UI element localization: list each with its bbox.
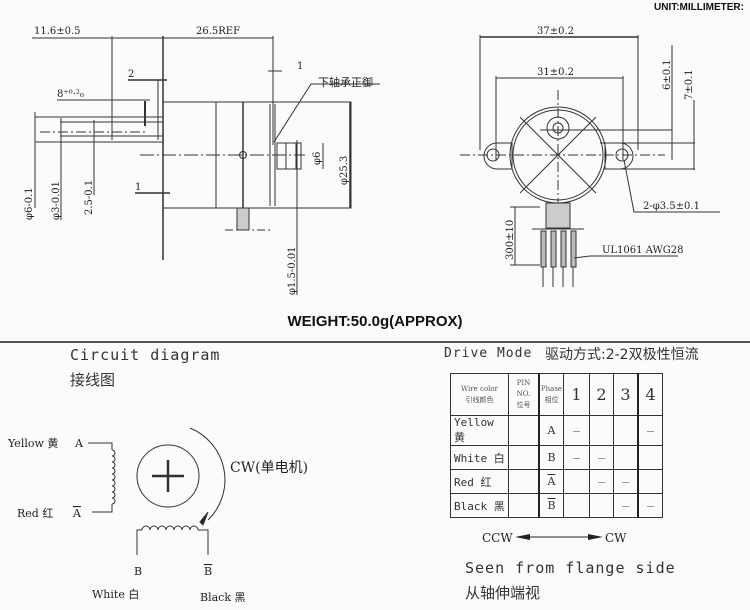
cell-step-on	[637, 493, 663, 518]
cell-wire: Black 黑	[450, 493, 509, 518]
cell-step-off	[613, 415, 639, 446]
cell-step-off	[637, 445, 663, 470]
cw-label: CW	[605, 531, 627, 545]
wire-spec: UL1061 AWG28	[602, 245, 684, 256]
cell-wire: Yellow 黄	[450, 415, 509, 446]
arrow-right-icon	[588, 534, 603, 540]
red-pin: A	[72, 507, 82, 520]
white-pin: B	[134, 565, 142, 578]
cell-pin	[508, 415, 540, 446]
cell-pin	[508, 493, 540, 518]
circuit-diagram: Yellow 黄 A Red 红 A B B White 白 Black 黑 C…	[7, 427, 308, 604]
header-step-3: 3	[613, 373, 639, 416]
cell-phase: B	[538, 493, 564, 518]
table-row: White 白 B	[450, 445, 663, 470]
seen-from-label-cn: 从轴伸端视	[465, 584, 541, 602]
header-pin-no: PIN NO.位号	[508, 373, 540, 416]
dim-offset-7: 7±0.1	[684, 69, 695, 100]
annotation-bearing: 下轴承正御	[318, 75, 373, 89]
cell-phase: A	[538, 469, 564, 494]
dim-body-length: 26.5REF	[196, 26, 240, 37]
cell-step-off	[637, 469, 663, 494]
dim-shaft-dia: φ6-0.1	[24, 187, 35, 220]
cell-step-off	[563, 493, 590, 518]
ccw-label: CCW	[482, 531, 513, 545]
yellow-pin: A	[74, 437, 84, 450]
side-view-dim-text: 11.6±0.5 26.5REF 2 8⁺⁰·²₀ 1 1 下轴承正御 φ6-0…	[24, 26, 373, 295]
cell-step-off	[589, 493, 614, 518]
cell-pin	[508, 445, 540, 470]
arrow-left-icon	[515, 534, 530, 540]
dim-boss-dia: φ6	[312, 152, 323, 165]
seen-from-label: Seen from flange side	[465, 559, 676, 577]
header-step-2: 2	[589, 373, 614, 416]
cell-step-on	[613, 493, 639, 518]
red-wire-label: Red 红	[17, 507, 53, 520]
drive-mode-title-cn: 驱动方式:2-2双极性恒流	[545, 347, 699, 363]
white-wire-label: White 白	[92, 587, 139, 601]
direction-arrow: CCW CW	[482, 531, 627, 545]
circuit-title: Circuit diagram	[70, 346, 221, 364]
mechanical-drawing: 11.6±0.5 26.5REF 2 8⁺⁰·²₀ 1 1 下轴承正御 φ6-0…	[24, 26, 720, 295]
header-step-4: 4	[637, 373, 663, 416]
cell-wire: White 白	[450, 445, 509, 470]
dim-flange-width: 37±0.2	[537, 26, 574, 37]
dim-shaft-length: 11.6±0.5	[34, 26, 81, 37]
front-view	[460, 35, 720, 287]
table-row: Black 黑 B	[450, 493, 663, 518]
dim-rear-offset: 1	[135, 182, 141, 193]
black-wire-label: Black 黑	[200, 591, 245, 604]
weight-label: WEIGHT:50.0g(APPROX)	[287, 313, 463, 330]
yellow-wire-label: Yellow 黄	[7, 436, 58, 450]
cell-step-on	[637, 415, 663, 446]
dim-offset-6: 6±0.1	[662, 59, 673, 90]
section-divider	[0, 341, 750, 343]
cell-pin	[508, 469, 540, 494]
dim-flange-thickness: 1	[297, 61, 303, 72]
drive-mode-title: Drive Mode	[444, 346, 533, 361]
dim-holes: 2-φ3.5±0.1	[643, 201, 700, 212]
cell-step-on	[589, 469, 614, 494]
cell-phase: B	[538, 445, 564, 470]
cell-step-off	[563, 469, 590, 494]
cell-wire: Red 红	[450, 469, 509, 494]
dim-lead-length: 300±10	[505, 220, 516, 260]
cell-step-on	[563, 445, 590, 470]
cell-phase: A	[538, 415, 564, 446]
cell-step-off	[613, 445, 639, 470]
cw-direction-label: CW(单电机)	[230, 460, 308, 476]
side-view	[32, 36, 380, 295]
dim-flat-length: 8⁺⁰·²₀	[57, 89, 84, 100]
dim-flat-offset: 2	[128, 69, 134, 80]
circuit-title-cn: 接线图	[70, 371, 116, 389]
dim-flat-width: 2.5-0.1	[84, 180, 95, 215]
dim-hole-spacing: 31±0.2	[537, 67, 574, 78]
cell-step-off	[589, 415, 614, 446]
cell-step-on	[589, 445, 614, 470]
table-row: Yellow 黄 A	[450, 415, 663, 446]
unit-label: UNIT:MILLIMETER:	[654, 2, 744, 13]
table-row: Red 红 A	[450, 469, 663, 494]
header-step-1: 1	[563, 373, 590, 416]
front-view-dim-text: 37±0.2 31±0.2 6±0.1 7±0.1 2-φ3.5±0.1 300…	[505, 26, 700, 260]
cell-step-on	[563, 415, 590, 446]
black-pin: B	[204, 565, 212, 578]
dim-shaft-dia-2: φ3-0.01	[51, 181, 62, 220]
dim-rear-pin-dia: φ1.5-0.01	[287, 246, 298, 295]
dim-body-dia: φ25.3	[339, 156, 350, 185]
cell-step-on	[613, 469, 639, 494]
